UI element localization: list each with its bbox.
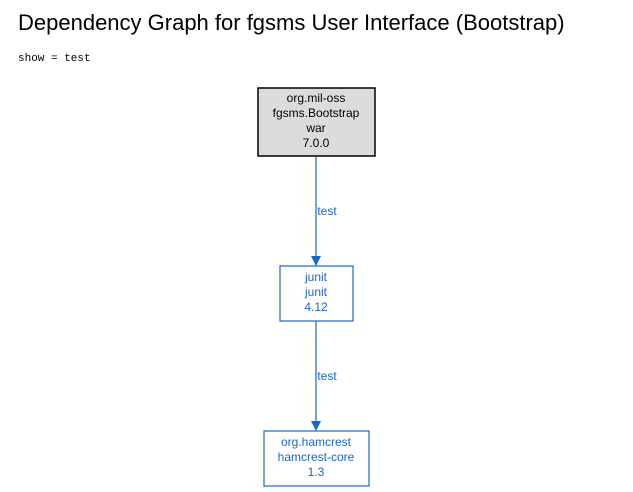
page-title: Dependency Graph for fgsms User Interfac… (18, 10, 565, 35)
scope-filter-text: show = test (18, 53, 91, 65)
node-packaging: war (305, 121, 325, 135)
node-version: 1.3 (308, 465, 325, 479)
node-hamcrest-core[interactable]: org.hamcrest hamcrest-core 1.3 (263, 430, 370, 487)
node-artifact-id: hamcrest-core (278, 450, 355, 464)
edge-root-to-junit: test (311, 157, 337, 266)
edge-label: test (317, 369, 337, 383)
node-junit[interactable]: junit junit 4.12 (279, 265, 354, 322)
node-group-id: org.hamcrest (281, 435, 352, 449)
node-version: 7.0.0 (303, 136, 330, 150)
node-artifact-id: junit (304, 285, 328, 299)
node-group-id: org.mil-oss (287, 91, 346, 105)
node-box (263, 430, 370, 487)
node-box (279, 265, 354, 322)
node-artifact-id: fgsms.Bootstrap (273, 106, 360, 120)
edge-junit-to-hamcrest: test (311, 321, 337, 431)
node-group-id: junit (304, 270, 328, 284)
edge-label: test (317, 204, 337, 218)
node-box (257, 87, 376, 157)
node-version: 4.12 (304, 300, 328, 314)
node-root-artifact[interactable]: org.mil-oss fgsms.Bootstrap war 7.0.0 (257, 87, 376, 157)
